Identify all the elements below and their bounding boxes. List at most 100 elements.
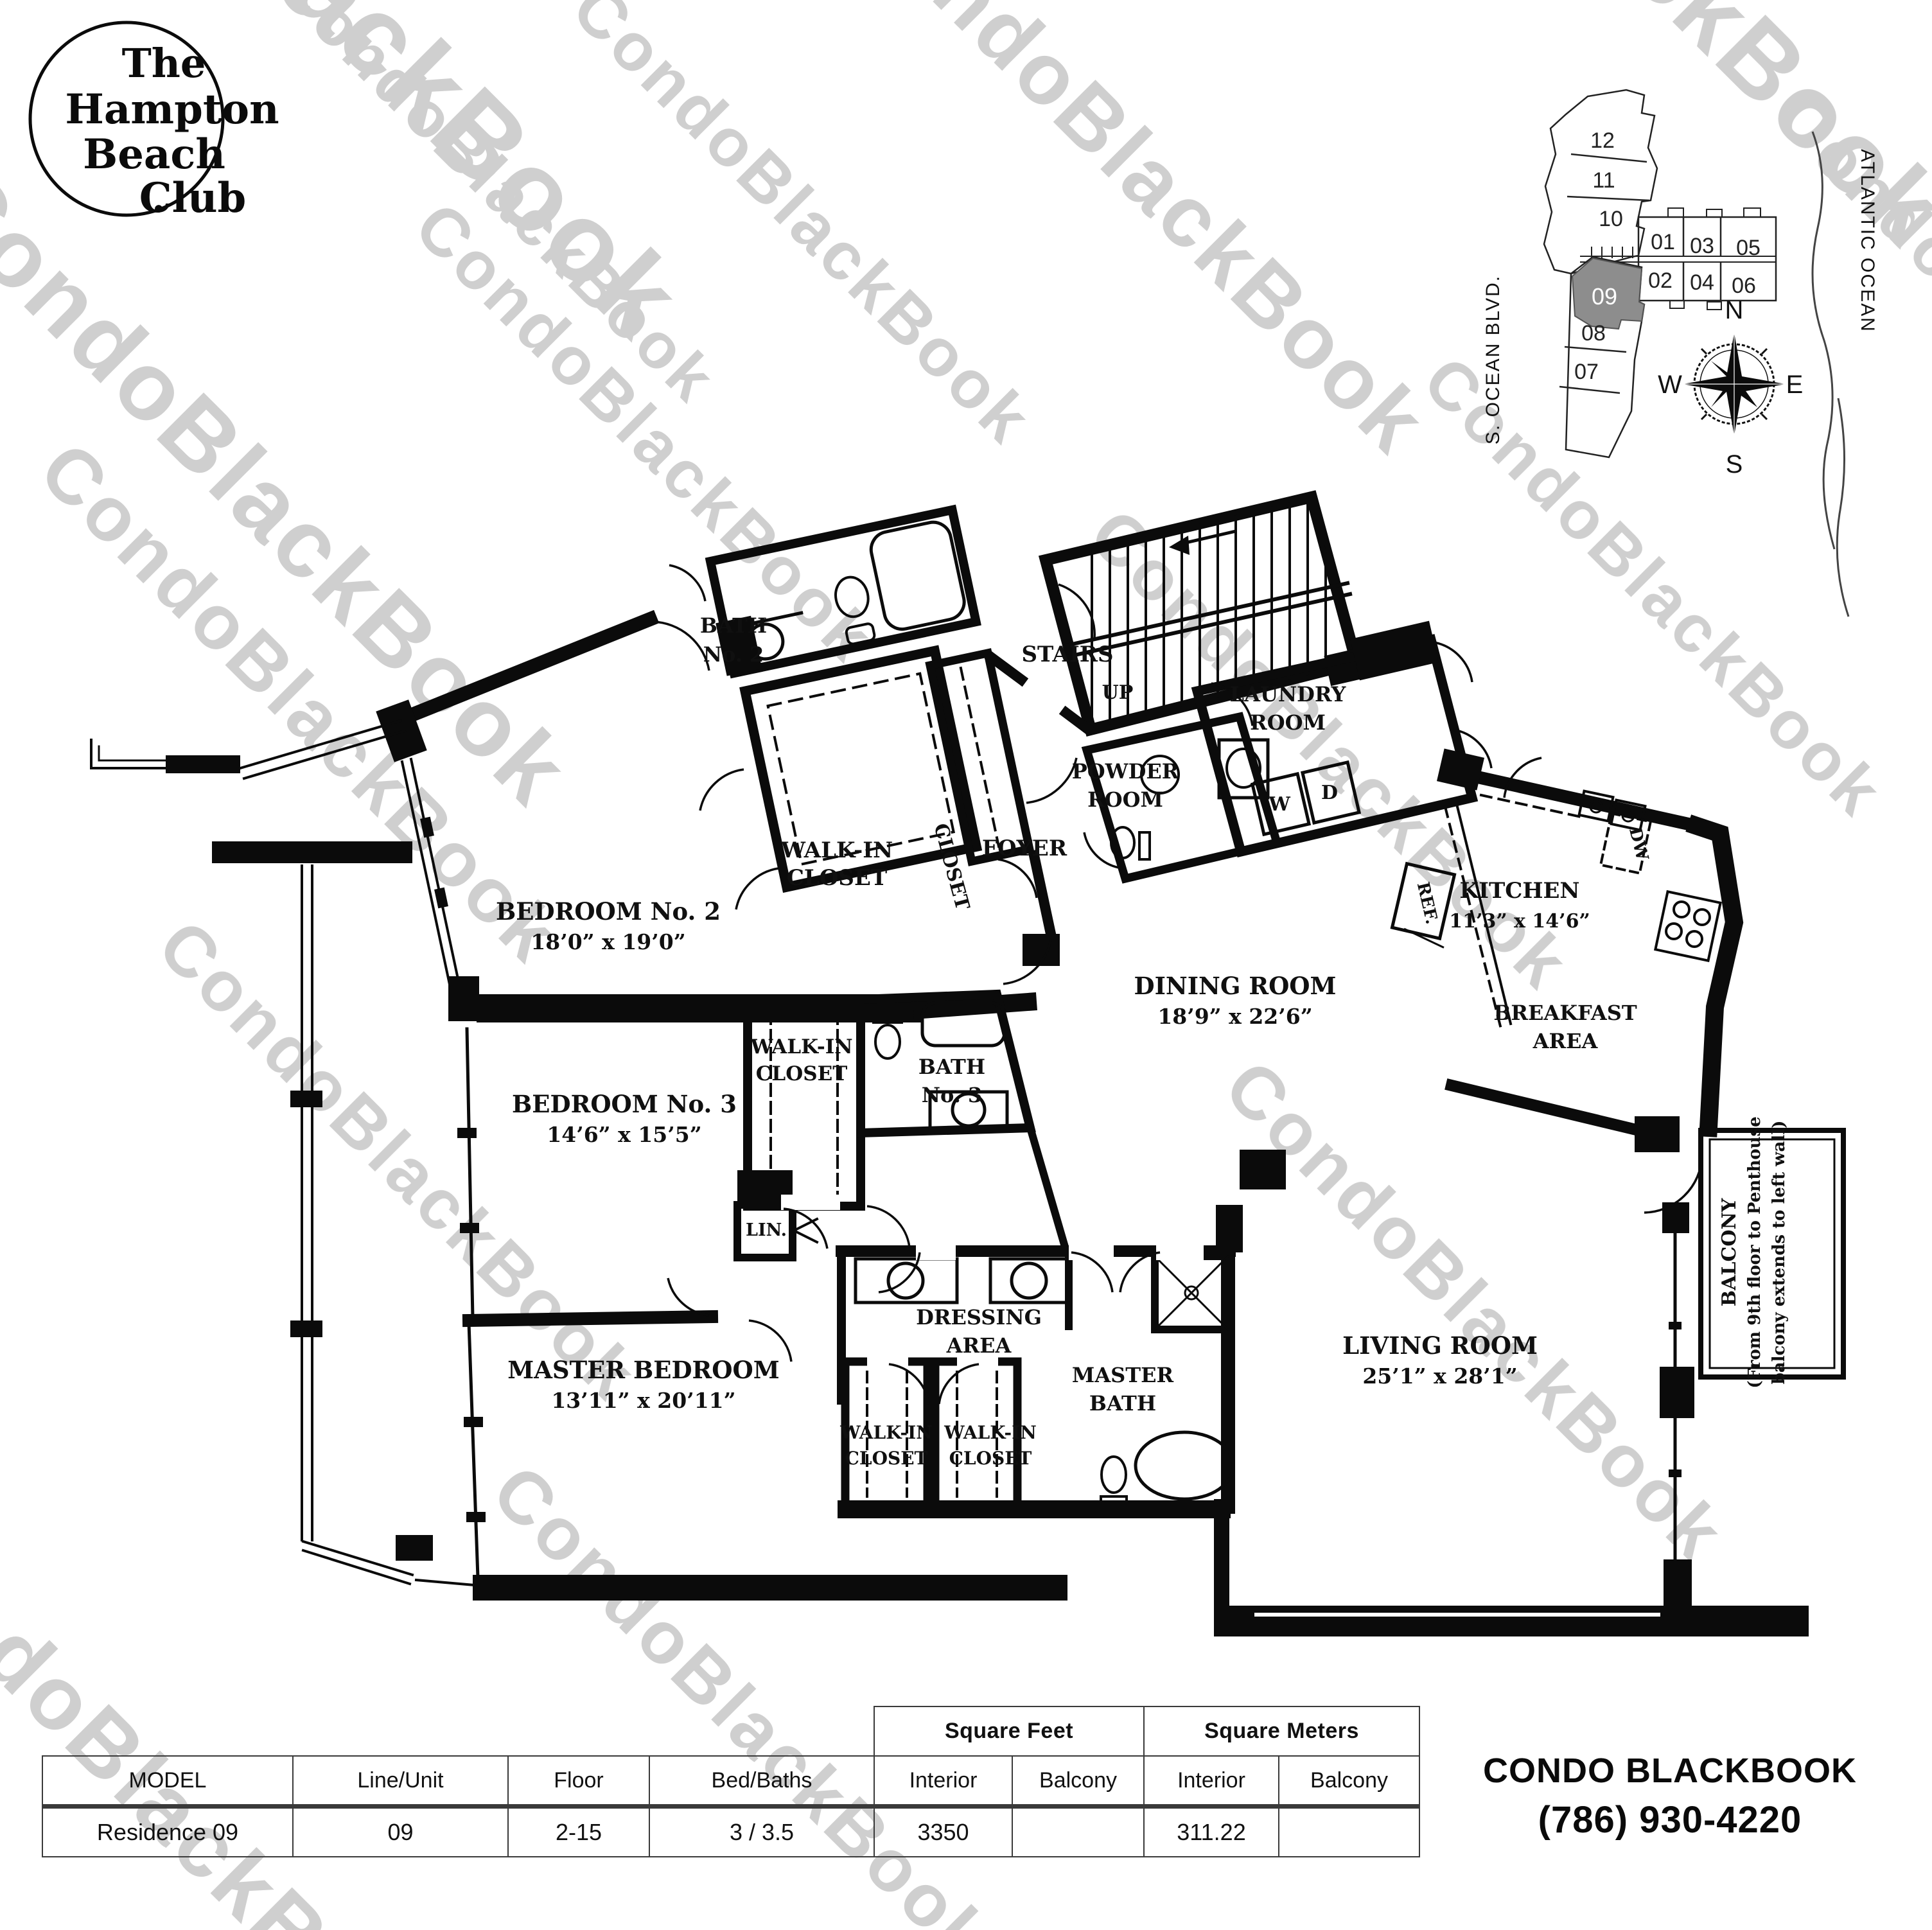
table-header-floor: Floor [507,1755,650,1807]
floor-plan-walls [90,490,1846,1636]
table-cell-line-unit: 09 [292,1807,509,1857]
siteplan-unit-08: 08 [1581,321,1606,346]
room-label-laundry: LAUNDRY [1230,682,1347,706]
compass-north-label: N [1725,296,1744,324]
table-cell-sm-interior: 311.22 [1143,1807,1279,1857]
shoreline-icon [1811,131,1836,550]
room-label-dw: DW [1625,825,1652,863]
siteplan-unit-01: 01 [1651,230,1675,254]
table-header-line-unit: Line/Unit [292,1755,509,1807]
siteplan-unit-10: 10 [1599,207,1623,231]
logo-circle-icon [28,21,225,217]
logo-line-beach: Beach [83,130,225,179]
room-label-balcony: BALCONY [1718,1198,1741,1306]
room-label-wic2: CLOSET [787,865,887,891]
room-label-powder: ROOM [1087,787,1163,812]
table-cell-sf-balcony [1012,1807,1145,1857]
room-label-balcony: balcony extends to left wall) [1770,1121,1789,1385]
room-label-wic_master_left: CLOSET [845,1448,928,1469]
siteplan-unit-09-highlight [1571,257,1646,330]
room-label-wic_master_right: WALK-IN [944,1422,1037,1443]
room-label-dryer: D [1321,782,1338,804]
site-plan-key: N E S W S. OCEAN BLVD. ATLANTIC OCEAN 12… [1482,89,1878,617]
siteplan-unit-05: 05 [1736,236,1761,260]
room-label-dining: DINING ROOM [1134,972,1337,1000]
footer-brand: CONDO BLACKBOOK (786) 930-4220 [1439,1751,1901,1841]
table-cell-floor: 2-15 [507,1807,650,1857]
compass-east-label: E [1786,371,1804,399]
street-label: S. OCEAN BLVD. [1482,275,1504,444]
compass-rose-icon [1683,333,1786,435]
room-label-up: UP [1102,681,1134,704]
table-group-square-feet: Square Feet [874,1706,1145,1757]
room-label-bedroom2: 18’0” x 19’0” [531,929,685,954]
siteplan-unit-02: 02 [1648,268,1673,293]
compass-south-label: S [1726,450,1743,478]
table-cell-sm-balcony [1278,1807,1420,1857]
room-label-wic3: CLOSET [756,1062,848,1085]
room-label-dressing: DRESSING [916,1305,1042,1329]
siteplan-unit-11: 11 [1592,168,1615,193]
room-label-laundry: ROOM [1250,710,1326,735]
watermark-text-12: CondoBlackBook [477,1450,1008,1930]
watermark-text-3: CondoBlackBook [828,0,1446,472]
room-label-living: LIVING ROOM [1342,1331,1538,1360]
room-label-lin: LIN. [746,1220,787,1240]
room-labels: BATH No. 2 BEDROOM No. 2 18’0” x 19’0” WALK-… [496,613,1789,1469]
room-label-bath3: No. 3 [922,1083,983,1107]
siteplan-unit-04: 04 [1690,270,1714,295]
room-label-foyer: FOYER [982,836,1067,861]
watermark-text-14: CondoBlackBook [143,906,654,1416]
ocean-label: ATLANTIC OCEAN [1857,149,1878,333]
room-label-breakfast: BREAKFAST [1493,1001,1637,1025]
siteplan-unit-06: 06 [1732,274,1756,298]
table-cell-bed-baths: 3 / 3.5 [649,1807,875,1857]
room-label-bedroom2: BEDROOM No. 2 [496,897,721,926]
room-label-bath2: No. 2 [703,642,764,667]
room-label-kitchen: 11’3” x 14’6” [1449,910,1590,933]
table-header-sm-interior: Interior [1143,1755,1279,1807]
table-header-model: MODEL [42,1755,294,1807]
room-label-bath3: BATH [918,1055,985,1079]
table-group-square-meters: Square Meters [1143,1706,1420,1757]
table-cell-sf-interior: 3350 [874,1807,1013,1857]
room-label-master_bedroom: MASTER BEDROOM [507,1356,779,1384]
room-label-stairs: STAIRS [1021,642,1113,667]
room-label-wic_master_left: WALK-IN [839,1422,933,1443]
logo-dot: . [152,174,166,222]
shoreline-icon [1836,398,1850,617]
logo-line-hampton: Hampton [65,85,279,134]
room-label-bath2: BATH [700,613,767,638]
siteplan-unit-03: 03 [1690,234,1714,258]
compass-west-label: W [1658,371,1682,399]
siteplan-unit-07: 07 [1574,360,1599,384]
room-label-bedroom3: 14’6” x 15’5” [547,1122,701,1147]
brand-name: CONDO BLACKBOOK [1483,1751,1857,1790]
siteplan-unit-09: 09 [1592,283,1617,310]
room-label-bedroom3: BEDROOM No. 3 [512,1090,737,1118]
logo-hampton-beach-club: The Hampton Beach . Club [28,21,279,222]
room-label-balcony: (From 9th floor to Penthouse [1745,1116,1764,1388]
room-label-master_bedroom: 13’11” x 20’11” [551,1388,735,1413]
room-label-kitchen: KITCHEN [1460,878,1580,904]
room-label-living: 25’1” x 28’1” [1362,1364,1517,1389]
siteplan-upper-wing-outline [1543,89,1658,275]
table-cell-model: Residence 09 [42,1807,294,1857]
table-header-sf-interior: Interior [874,1755,1013,1807]
table-header-bed-baths: Bed/Baths [649,1755,875,1807]
table-header-sf-balcony: Balcony [1012,1755,1145,1807]
siteplan-unit-labels: 12 11 10 01 03 05 02 04 06 09 08 07 [1574,128,1761,384]
logo-line-club: Club [139,174,247,222]
room-label-master_bath: BATH [1089,1391,1156,1416]
logo-line-the: The [122,40,206,87]
room-label-wic3: WALK-IN [750,1035,852,1058]
room-label-dressing: AREA [946,1333,1012,1358]
brand-phone: (786) 930-4220 [1538,1799,1802,1841]
summary-table: Square Feet Square Meters MODEL Line/Uni… [42,1706,1420,1857]
room-label-powder: POWDER [1072,759,1179,784]
siteplan-unit-12: 12 [1590,128,1615,153]
room-label-wic_master_right: CLOSET [949,1448,1032,1469]
